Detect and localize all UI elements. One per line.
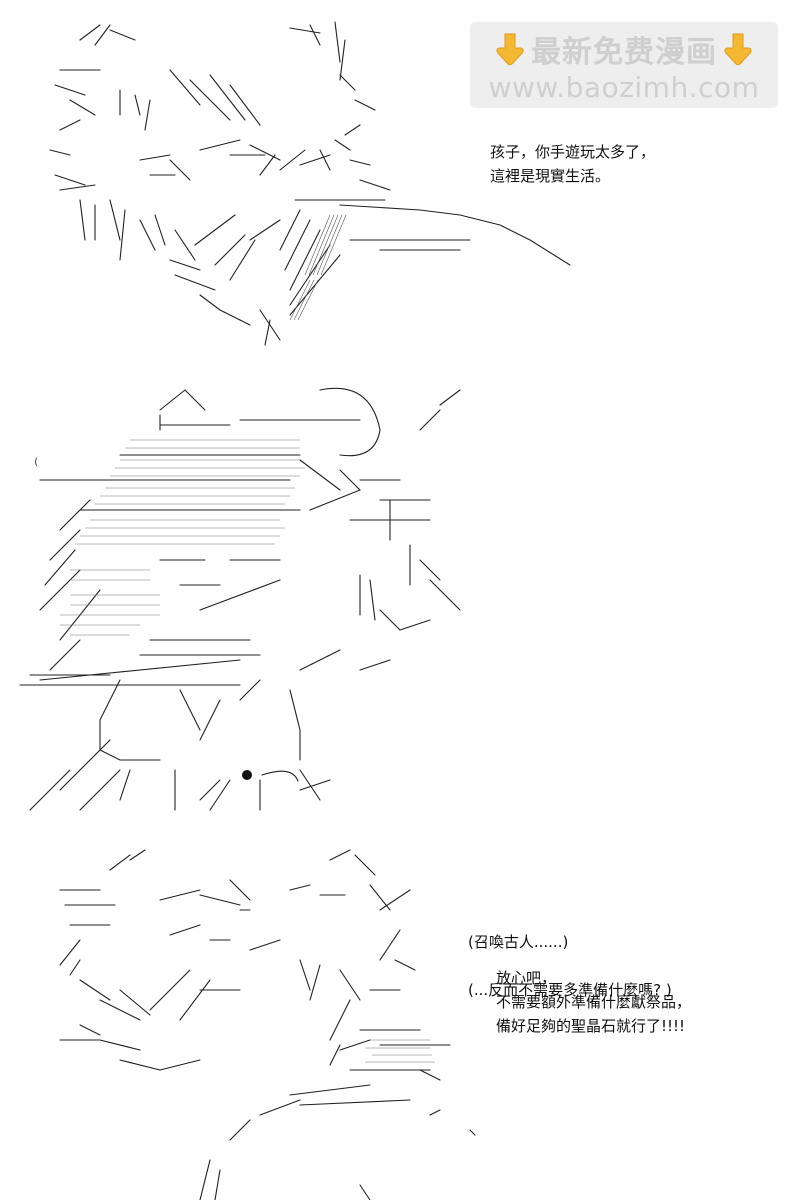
dialogue-panel-2: 放心吧， 不需要額外準備什麼獻祭品， 備好足夠的聖晶石就行了!!!! xyxy=(496,966,691,1038)
dialogue-line: 這裡是現實生活。 xyxy=(490,167,611,185)
dialogue-panel-3-line-2: (...反而不需要多準備什麼嗎? ) xyxy=(468,981,672,999)
dialogue-line: 不需要額外準備什麼獻祭品， xyxy=(496,993,692,1011)
watermark-url: www.baozimh.com xyxy=(488,70,760,104)
ascii-art-character-2: ( xyxy=(19,387,461,811)
pointing-down-hand-icon xyxy=(496,33,524,65)
watermark-title: 最新免费漫画 xyxy=(531,34,717,70)
dialogue-line: 孩子，你手遊玩太多了， xyxy=(490,143,656,161)
dialogue-line: 放心吧， xyxy=(496,969,557,987)
ascii-art-character-3 xyxy=(59,849,476,1200)
bullet-dot xyxy=(242,770,252,780)
panel-2: ( 放心吧， 不需要額外準備什麼獻祭品， 備好足夠的聖晶石就行了!!!! xyxy=(0,370,800,1035)
watermark: 最新免费漫画 www.baozimh.com xyxy=(470,22,778,108)
pointing-down-hand-icon xyxy=(724,33,752,65)
svg-text:(: ( xyxy=(33,457,39,468)
panel-3: (召喚古人......) (...反而不需要多準備什麼嗎? ) xyxy=(0,840,800,1200)
dialogue-panel-1: 孩子，你手遊玩太多了， 這裡是現實生活。 xyxy=(490,140,655,188)
panel-1: 孩子，你手遊玩太多了， 這裡是現實生活。 xyxy=(0,0,800,360)
ascii-art-character-1 xyxy=(49,21,571,346)
watermark-title-row: 最新免费漫画 xyxy=(495,27,753,71)
dialogue-panel-3-line-1: (召喚古人......) xyxy=(468,933,569,951)
dialogue-line: 備好足夠的聖晶石就行了!!!! xyxy=(496,1017,686,1035)
